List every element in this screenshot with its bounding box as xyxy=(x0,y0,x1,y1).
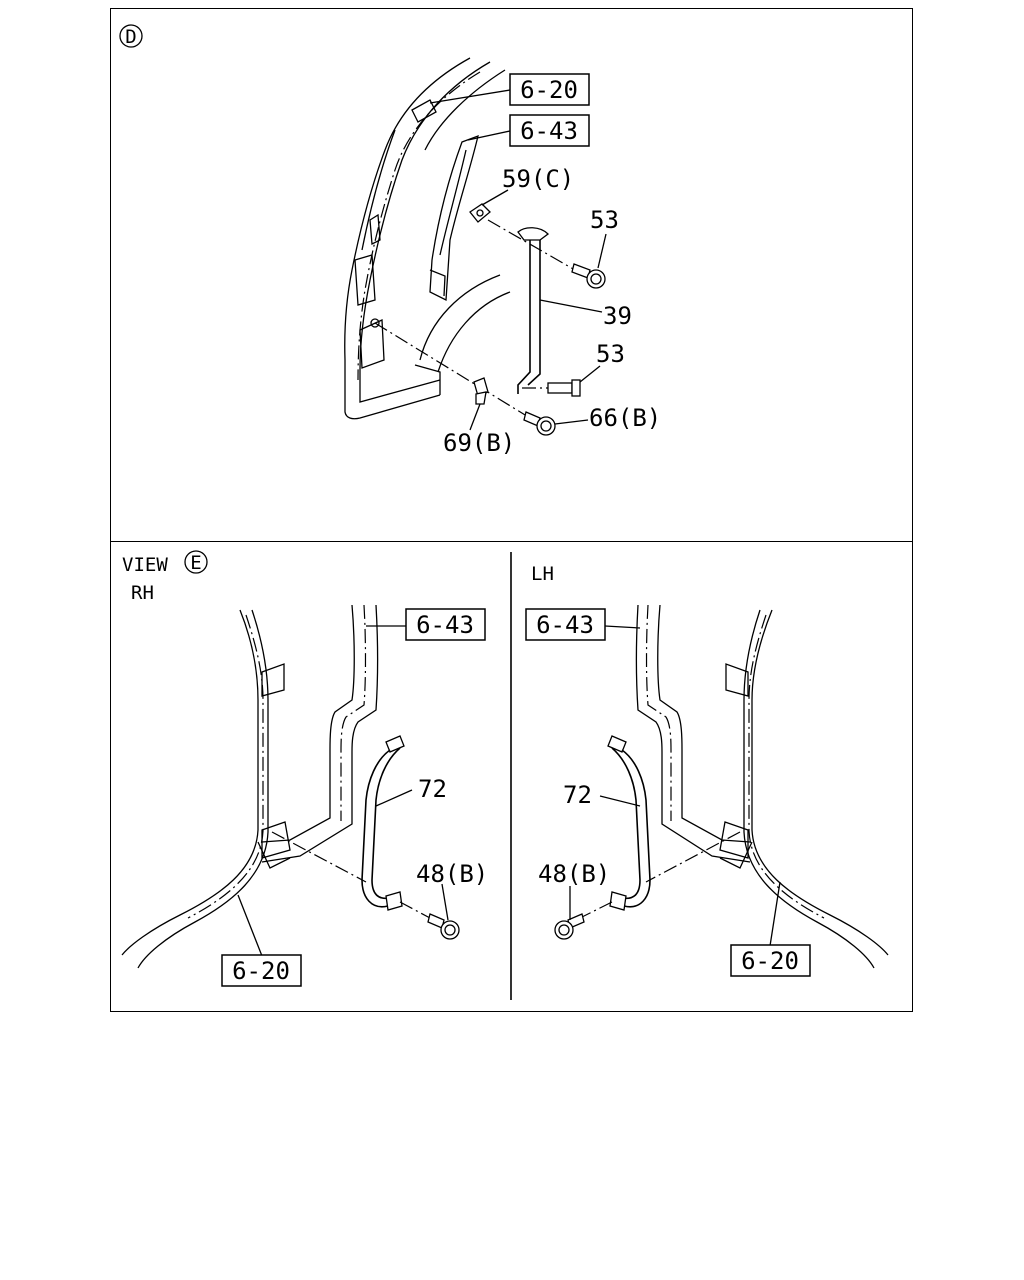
lh-panel: LH 72 48(B) xyxy=(525,563,889,977)
callout-72-lh: 72 xyxy=(563,781,592,809)
side-label-lh: LH xyxy=(531,563,554,585)
callout-6-43-rh: 6-43 xyxy=(416,611,474,639)
callout-66b: 66(B) xyxy=(589,404,661,432)
callout-6-43-top: 6-43 xyxy=(520,117,578,145)
top-panel: D 6-20 6-43 xyxy=(119,24,661,457)
bolt-66b xyxy=(523,411,556,436)
bolt-48b-lh xyxy=(554,913,585,940)
callout-53-upper: 53 xyxy=(590,206,619,234)
centerline-48b-rh xyxy=(399,901,431,919)
callout-69b: 69(B) xyxy=(443,429,515,457)
centerline-53-upper xyxy=(487,219,576,271)
mounting-hole-body xyxy=(370,318,380,328)
rh-panel: VIEW E RH 72 xyxy=(121,550,488,987)
centerline-48b-lh xyxy=(579,901,613,919)
leader-6-20-rh xyxy=(237,894,263,957)
ref-box-6-20-rh xyxy=(221,954,302,987)
leader-6-43-top xyxy=(467,130,511,141)
view-marker-d-circle xyxy=(119,24,143,48)
callout-6-20-rh: 6-20 xyxy=(232,957,290,985)
leader-53-lower xyxy=(579,365,601,383)
callout-59c: 59(C) xyxy=(502,165,574,193)
leader-53-upper xyxy=(597,233,607,269)
leader-48b-rh xyxy=(441,883,449,921)
leader-6-20-lh xyxy=(769,881,781,947)
callout-48b-lh: 48(B) xyxy=(538,860,610,888)
centerline-66b xyxy=(374,322,531,419)
bolt-53-upper xyxy=(571,263,606,289)
ref-box-6-43-rh xyxy=(405,608,486,641)
callout-53-lower: 53 xyxy=(596,340,625,368)
clip-69b xyxy=(473,377,489,405)
callout-48b-rh: 48(B) xyxy=(416,860,488,888)
bolt-53-lower xyxy=(547,379,581,397)
rh-pillar-drawing xyxy=(121,604,379,969)
lh-pillar-drawing xyxy=(635,604,889,969)
view-marker-e-circle xyxy=(184,550,208,574)
side-label-rh: RH xyxy=(131,582,154,604)
stay-39 xyxy=(517,227,549,394)
leader-59c xyxy=(481,189,509,206)
callout-72-rh: 72 xyxy=(418,775,447,803)
leader-6-43-lh xyxy=(604,625,641,629)
ref-box-6-43-top xyxy=(509,114,590,147)
stay-72-rh xyxy=(361,735,405,911)
leader-66b xyxy=(554,419,589,425)
centerline-rh xyxy=(271,831,367,883)
stay-72-lh xyxy=(607,735,651,911)
view-label-prefix: VIEW xyxy=(122,554,168,576)
centerline-lh xyxy=(645,831,741,883)
ref-box-6-43-lh xyxy=(525,608,606,641)
bottom-panel-frame xyxy=(110,541,913,1012)
callout-6-43-lh: 6-43 xyxy=(536,611,594,639)
ref-box-6-20-lh xyxy=(730,944,811,977)
leader-69b xyxy=(469,403,481,431)
ref-box-6-20-top xyxy=(509,73,590,106)
clip-nut-59c xyxy=(469,203,491,223)
view-marker-d: D xyxy=(125,26,136,48)
cab-pillar-drawing xyxy=(344,57,511,420)
leader-72-rh xyxy=(375,789,413,807)
leader-39 xyxy=(539,299,603,313)
callout-6-20-top: 6-20 xyxy=(520,76,578,104)
callout-39: 39 xyxy=(603,302,632,330)
bolt-48b-rh xyxy=(427,913,460,940)
view-marker-e: E xyxy=(190,552,201,574)
leader-72-lh xyxy=(599,795,641,807)
callout-6-20-lh: 6-20 xyxy=(741,947,799,975)
leader-6-20-top xyxy=(429,89,511,104)
